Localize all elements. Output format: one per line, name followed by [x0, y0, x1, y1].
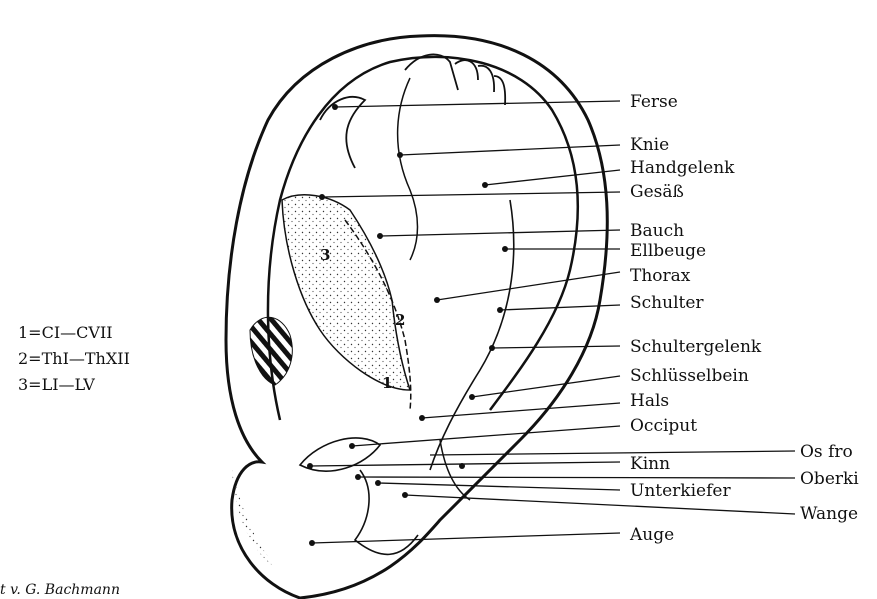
label-oberki: Oberki — [800, 469, 859, 489]
label-kinn: Kinn — [630, 454, 670, 474]
label-schluesselbein: Schlüsselbein — [630, 366, 749, 386]
label-auge: Auge — [629, 525, 674, 545]
credit-text: t v. G. Bachmann — [0, 582, 120, 598]
label-bauch: Bauch — [630, 221, 684, 241]
label-ellbeuge: Ellbeuge — [630, 241, 706, 261]
zone-number-2: 2 — [395, 311, 405, 329]
label-schulter: Schulter — [630, 293, 704, 313]
ear-outline — [226, 36, 607, 598]
label-wange: Wange — [800, 504, 858, 524]
label-knie: Knie — [630, 135, 669, 155]
legend-line-3: 3=LI—LV — [18, 375, 95, 394]
zone-number-3: 3 — [320, 246, 330, 264]
label-unterkiefer: Unterkiefer — [630, 481, 731, 501]
legend-line-2: 2=ThI—ThXII — [18, 349, 130, 368]
label-thorax: Thorax — [630, 266, 691, 286]
zone-number-1: 1 — [382, 374, 392, 392]
label-os-fro: Os fro — [800, 442, 853, 462]
label-ferse: Ferse — [630, 92, 678, 112]
legend-line-1: 1=CI—CVII — [18, 323, 113, 342]
label-gesaess: Gesäß — [630, 182, 684, 202]
label-schultergelenk: Schultergelenk — [630, 337, 762, 357]
label-handgelenk: Handgelenk — [630, 158, 735, 178]
label-occiput: Occiput — [630, 416, 697, 436]
label-hals: Hals — [630, 391, 669, 411]
